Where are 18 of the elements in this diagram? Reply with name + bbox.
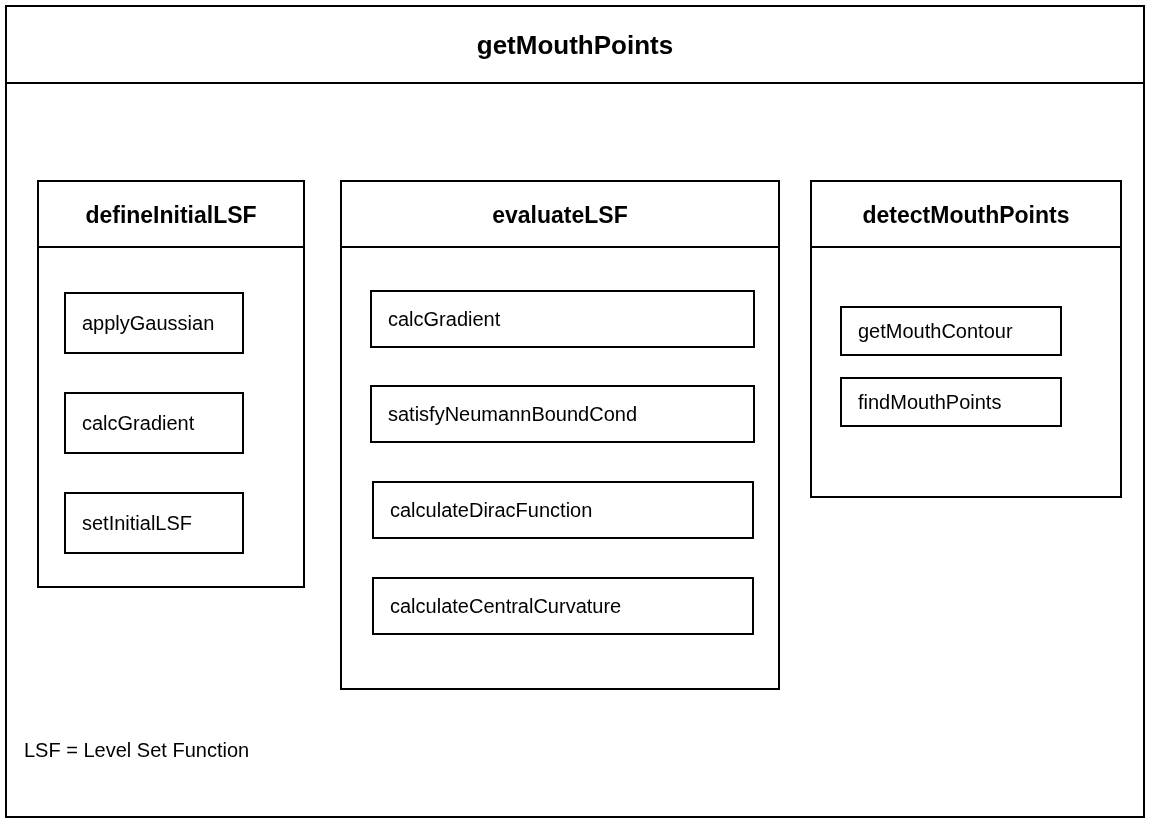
function-box: satisfyNeumannBoundCond [370,385,755,443]
function-box: calculateDiracFunction [372,481,754,539]
module-panel [340,180,780,690]
panel-title: detectMouthPoints [812,182,1120,248]
panel-title: getMouthPoints [7,7,1143,84]
function-box: calculateCentralCurvature [372,577,754,635]
function-box: calcGradient [64,392,244,454]
panel-title: evaluateLSF [342,182,778,248]
module-panel [810,180,1122,498]
function-box: findMouthPoints [840,377,1062,427]
function-box: calcGradient [370,290,755,348]
function-box: applyGaussian [64,292,244,354]
function-box: getMouthContour [840,306,1062,356]
note-text: LSF = Level Set Function [24,739,250,762]
panel-title: defineInitialLSF [39,182,303,248]
module-panel [37,180,305,588]
function-box: setInitialLSF [64,492,244,554]
module-panel [5,5,1145,818]
